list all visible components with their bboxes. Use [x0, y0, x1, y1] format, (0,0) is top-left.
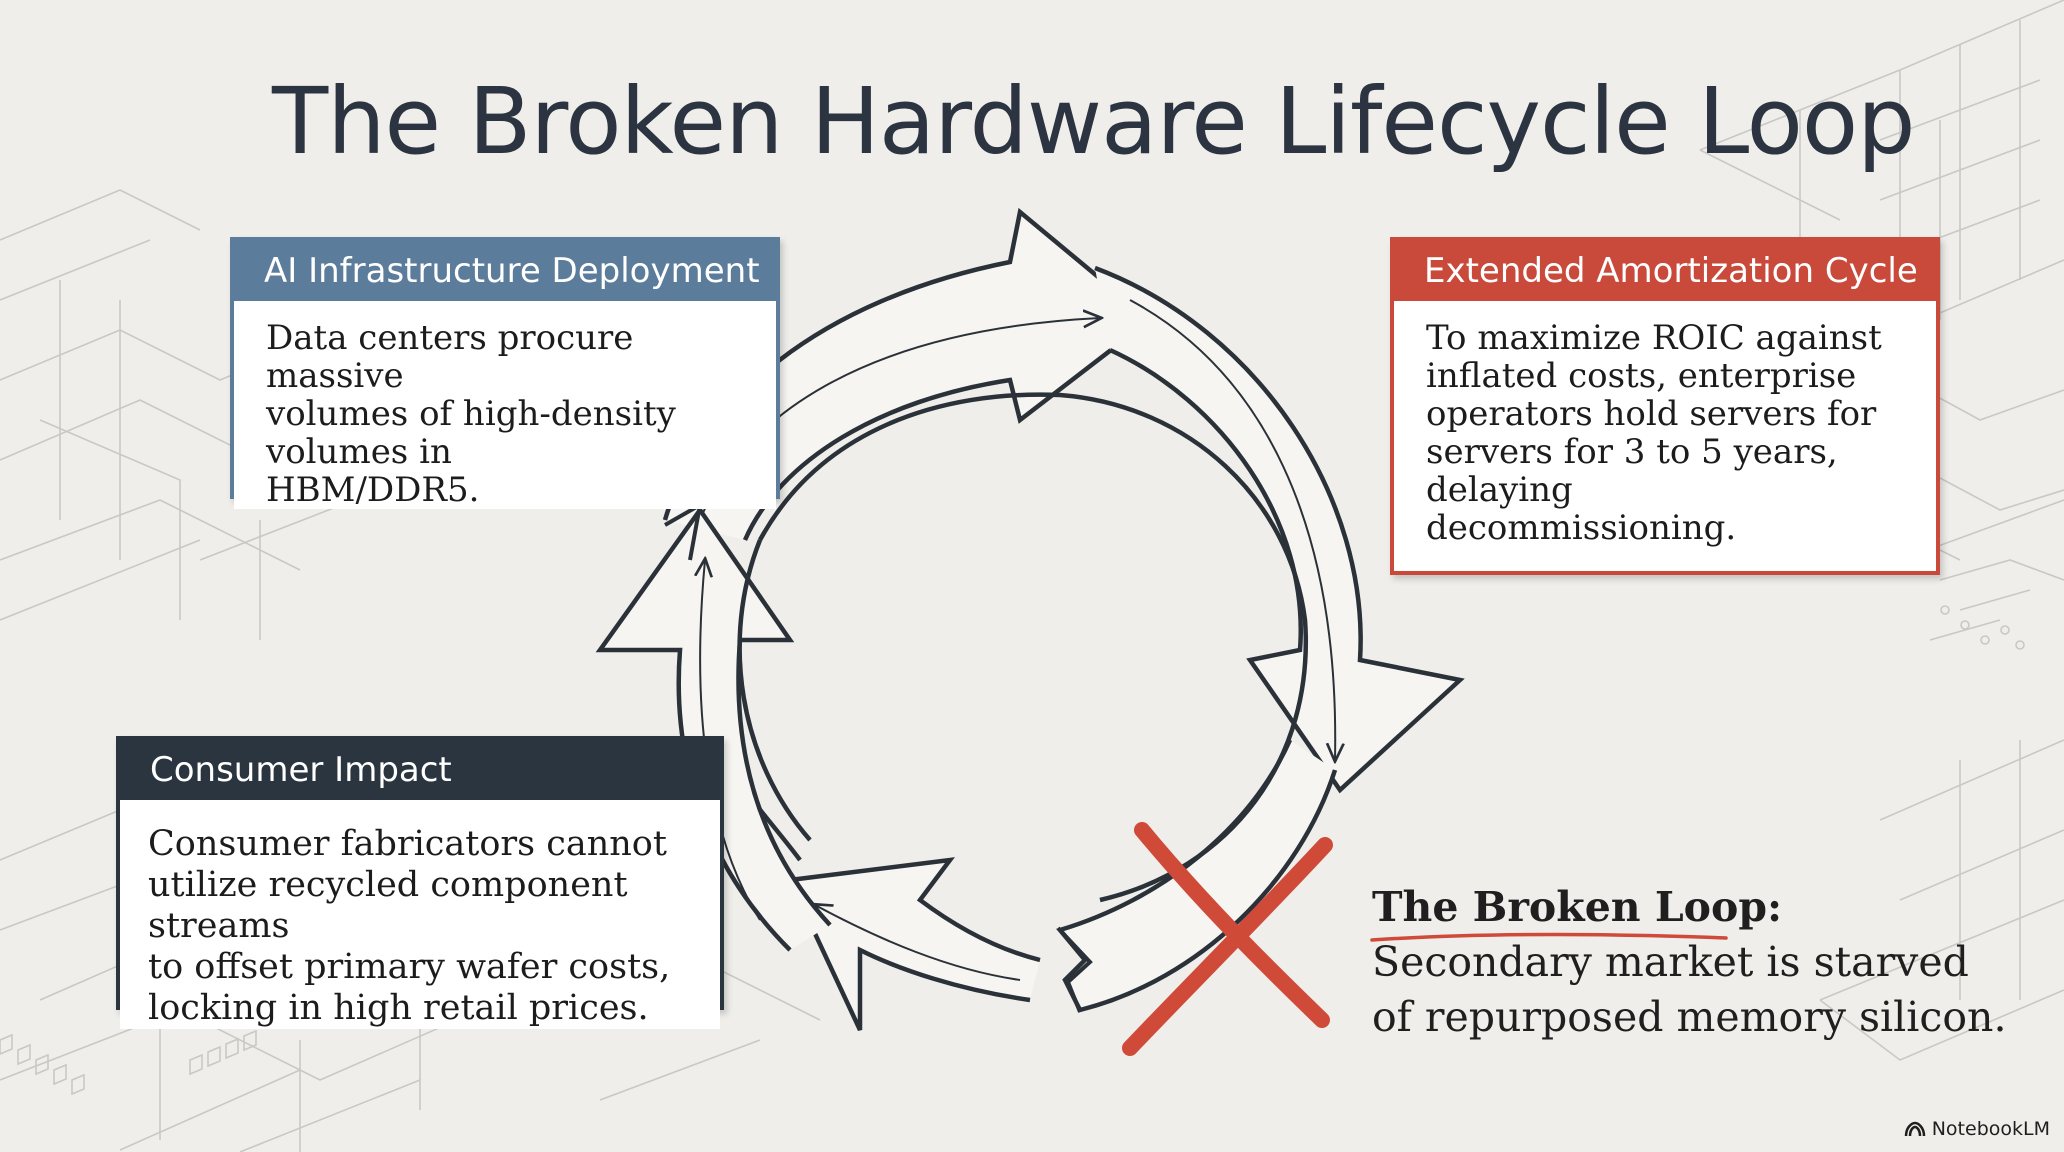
card-consumer-line: utilize recycled component streams	[148, 865, 628, 946]
card-ai-line: HBM/DDR5.	[266, 470, 480, 510]
card-amortization-header: Extended Amortization Cycle	[1394, 241, 1936, 301]
notebooklm-icon	[1904, 1121, 1925, 1137]
brand-name: NotebookLM	[1931, 1118, 2050, 1140]
card-amortization-line: servers for 3 to 5 years,	[1426, 432, 1838, 472]
page-title: The Broken Hardware Lifecycle Loop	[272, 68, 1916, 175]
card-amortization: Extended Amortization Cycle To maximize …	[1390, 237, 1940, 575]
card-amortization-line: operators hold servers for	[1426, 394, 1877, 434]
card-ai-infrastructure: AI Infrastructure Deployment Data center…	[230, 237, 780, 509]
card-ai-header: AI Infrastructure Deployment	[234, 241, 776, 301]
card-consumer-line: to offset primary wafer costs,	[148, 947, 671, 987]
arrow-left	[595, 501, 832, 952]
card-consumer-body: Consumer fabricators cannot utilize recy…	[120, 800, 720, 1029]
broken-loop-label: The Broken Loop:	[1372, 883, 1783, 931]
card-ai-line: volumes in	[266, 432, 452, 472]
brand-watermark: NotebookLM	[1904, 1118, 2050, 1140]
card-ai-line: volumes of high-density	[266, 394, 676, 434]
broken-loop-text: Secondary market is starved of repurpose…	[1372, 938, 2007, 1041]
card-amortization-line: To maximize ROIC against	[1426, 318, 1882, 358]
card-consumer-line: Consumer fabricators cannot	[148, 824, 667, 864]
card-amortization-line: decommissioning.	[1426, 508, 1737, 548]
card-consumer-impact: Consumer Impact Consumer fabricators can…	[116, 736, 724, 1029]
card-consumer-header: Consumer Impact	[120, 740, 720, 800]
broken-loop-annotation: The Broken Loop: Secondary market is sta…	[1372, 880, 2012, 1045]
broken-loop-underline	[1370, 932, 1728, 942]
card-ai-body: Data centers procure massive volumes of …	[234, 301, 776, 509]
card-ai-line: Data centers procure massive	[266, 318, 634, 396]
card-amortization-line: inflated costs, enterprise	[1426, 356, 1857, 396]
arrow-right	[1094, 265, 1465, 794]
card-consumer-line: locking in high retail prices.	[148, 988, 649, 1028]
card-amortization-line: delaying	[1426, 470, 1573, 510]
card-amortization-body: To maximize ROIC against inflated costs,…	[1394, 301, 1936, 547]
broken-x-mark	[1122, 822, 1333, 1056]
